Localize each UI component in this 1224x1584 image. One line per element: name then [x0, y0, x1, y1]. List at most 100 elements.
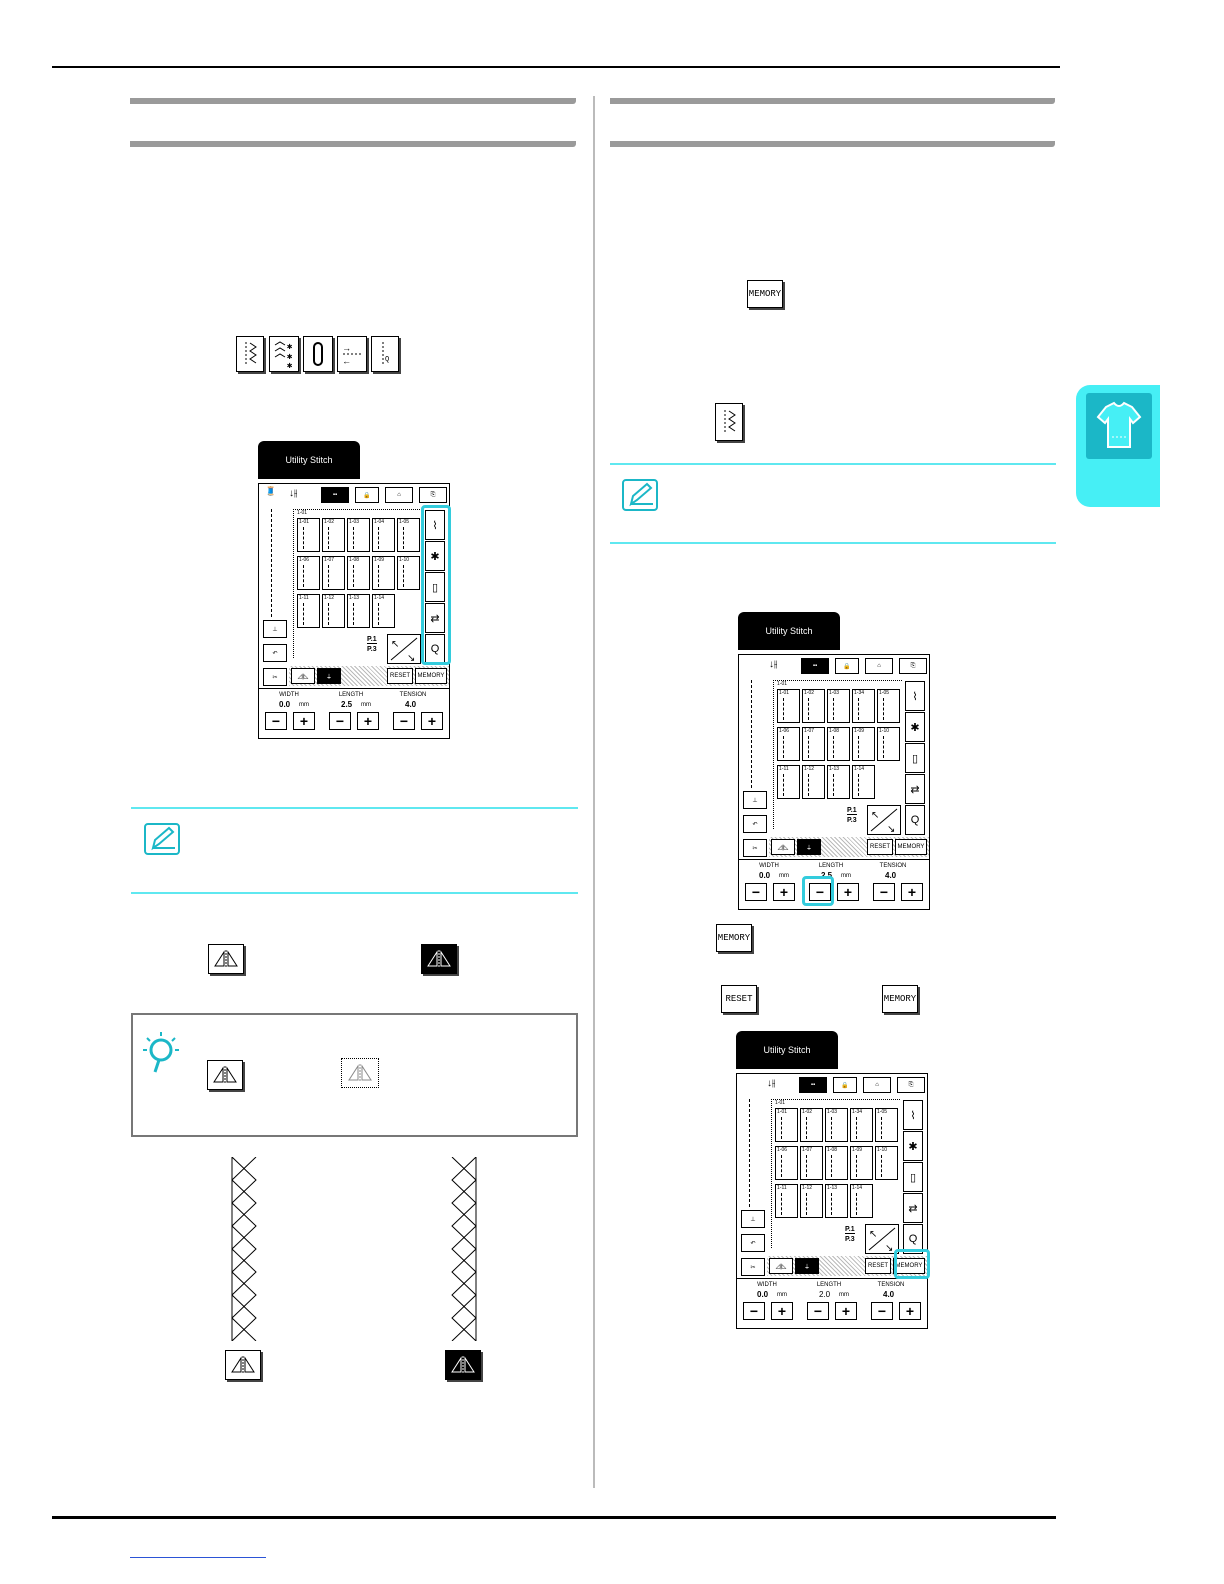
reset-key[interactable]: RESET — [387, 668, 413, 684]
lock-key-icon[interactable]: 🔒 — [355, 487, 379, 503]
straight-stitch-category-icon[interactable]: ⌇ — [903, 1100, 923, 1130]
pattern-cell[interactable]: 1-12 — [322, 594, 345, 628]
pattern-cell[interactable]: 1-03 — [825, 1108, 848, 1142]
buttonhole-category-icon[interactable]: ▯ — [425, 572, 445, 602]
pattern-cell[interactable]: 1-34 — [852, 689, 875, 723]
twin-needle-key-icon[interactable]: ⏚ — [797, 839, 821, 855]
tension-plus-button[interactable]: + — [899, 1302, 921, 1320]
settings-key-icon[interactable]: ⎘ — [897, 1077, 925, 1093]
needle-mode-key-icon[interactable]: ⌂ — [385, 487, 413, 503]
length-plus-button[interactable]: + — [835, 1302, 857, 1320]
pattern-cell[interactable]: 1-34 — [850, 1108, 873, 1142]
memory-key[interactable]: MEMORY — [415, 668, 447, 684]
needle-mode-key-icon[interactable]: ⌂ — [865, 658, 893, 674]
pattern-cell[interactable]: 1-13 — [827, 765, 850, 799]
buttonhole-category-icon[interactable]: ▯ — [903, 1162, 923, 1192]
reset-key[interactable]: RESET — [867, 839, 893, 855]
mode-key-icon[interactable]: ▪▪ — [801, 658, 829, 674]
mode-key-icon[interactable]: ▪▪ — [799, 1077, 827, 1093]
width-minus-button[interactable]: − — [743, 1302, 765, 1320]
pattern-cell[interactable]: 1-04 — [372, 518, 395, 552]
scissors-key-icon[interactable]: ✂ — [263, 668, 287, 686]
page-arrows-key-icon[interactable]: ↖↘ — [865, 1224, 899, 1254]
memory-key[interactable]: MEMORY — [895, 839, 927, 855]
quilting-category-icon[interactable]: Q — [903, 1224, 923, 1254]
pattern-cell[interactable]: 1-14 — [850, 1184, 873, 1218]
settings-key-icon[interactable]: ⎘ — [899, 658, 927, 674]
mirror-key-icon[interactable]: ◿|◺ — [291, 668, 315, 684]
reverse-key-icon[interactable]: ↶ — [743, 815, 767, 833]
pattern-cell[interactable]: 1-07 — [322, 556, 345, 590]
needle-mode-key-icon[interactable]: ⌂ — [863, 1077, 891, 1093]
pattern-cell[interactable]: 1-11 — [777, 765, 800, 799]
width-minus-button[interactable]: − — [265, 712, 287, 730]
pattern-cell[interactable]: 1-11 — [775, 1184, 798, 1218]
pattern-cell[interactable]: 1-05 — [875, 1108, 898, 1142]
twin-needle-key-icon[interactable]: ⏚ — [795, 1258, 819, 1274]
pattern-cell[interactable]: 1-14 — [372, 594, 395, 628]
pattern-cell[interactable]: 1-08 — [827, 727, 850, 761]
pattern-cell[interactable]: 1-06 — [777, 727, 800, 761]
pattern-cell[interactable]: 1-10 — [875, 1146, 898, 1180]
pattern-cell[interactable]: 1-02 — [802, 689, 825, 723]
pattern-cell[interactable]: 1-06 — [775, 1146, 798, 1180]
tension-minus-button[interactable]: − — [873, 883, 895, 901]
length-minus-button[interactable]: − — [329, 712, 351, 730]
pattern-cell[interactable]: 1-07 — [800, 1146, 823, 1180]
pattern-cell[interactable]: 1-10 — [877, 727, 900, 761]
length-plus-button[interactable]: + — [837, 883, 859, 901]
pattern-cell[interactable]: 1-12 — [802, 765, 825, 799]
lock-key-icon[interactable]: 🔒 — [835, 658, 859, 674]
pattern-cell[interactable]: 1-12 — [800, 1184, 823, 1218]
scissors-key-icon[interactable]: ✂ — [741, 1258, 765, 1276]
length-minus-button[interactable]: − — [807, 1302, 829, 1320]
pattern-cell[interactable]: 1-02 — [322, 518, 345, 552]
width-plus-button[interactable]: + — [771, 1302, 793, 1320]
buttonhole-category-icon[interactable]: ▯ — [905, 743, 925, 773]
pattern-cell[interactable]: 1-09 — [372, 556, 395, 590]
presser-foot-key-icon[interactable]: ⊥ — [263, 620, 287, 638]
pattern-cell[interactable]: 1-03 — [827, 689, 850, 723]
decorative-stitch-category-icon[interactable]: ✱ — [903, 1131, 923, 1161]
pattern-cell[interactable]: 1-14 — [852, 765, 875, 799]
reset-key[interactable]: RESET — [865, 1258, 891, 1274]
pattern-cell[interactable]: 1-02 — [800, 1108, 823, 1142]
mirror-key-icon[interactable]: ◿|◺ — [769, 1258, 793, 1274]
footer-link-underline[interactable] — [130, 1557, 266, 1558]
pattern-cell[interactable]: 1-01 — [777, 689, 800, 723]
lock-key-icon[interactable]: 🔒 — [833, 1077, 857, 1093]
presser-foot-key-icon[interactable]: ⊥ — [741, 1210, 765, 1228]
straight-stitch-category-icon[interactable]: ⌇ — [905, 681, 925, 711]
length-minus-button[interactable]: − — [809, 883, 831, 901]
straight-stitch-category-icon[interactable]: ⌇ — [425, 510, 445, 540]
width-plus-button[interactable]: + — [293, 712, 315, 730]
width-minus-button[interactable]: − — [745, 883, 767, 901]
pattern-cell[interactable]: 1-01 — [297, 518, 320, 552]
memory-key[interactable]: MEMORY — [893, 1258, 925, 1274]
tension-plus-button[interactable]: + — [421, 712, 443, 730]
page-arrows-key-icon[interactable]: ↖↘ — [867, 805, 901, 835]
reverse-key-icon[interactable]: ↶ — [263, 644, 287, 662]
mode-key-icon[interactable]: ▪▪ — [321, 487, 349, 503]
pattern-cell[interactable]: 1-06 — [297, 556, 320, 590]
reverse-key-icon[interactable]: ↶ — [741, 1234, 765, 1252]
pattern-cell[interactable]: 1-09 — [852, 727, 875, 761]
pattern-cell[interactable]: 1-03 — [347, 518, 370, 552]
tension-minus-button[interactable]: − — [393, 712, 415, 730]
quilting-category-icon[interactable]: Q — [905, 805, 925, 835]
tension-plus-button[interactable]: + — [901, 883, 923, 901]
reverse-stitch-category-icon[interactable]: ⇄ — [425, 603, 445, 633]
scissors-key-icon[interactable]: ✂ — [743, 839, 767, 857]
pattern-cell[interactable]: 1-07 — [802, 727, 825, 761]
decorative-stitch-category-icon[interactable]: ✱ — [425, 541, 445, 571]
length-plus-button[interactable]: + — [357, 712, 379, 730]
pattern-cell[interactable]: 1-13 — [825, 1184, 848, 1218]
presser-foot-key-icon[interactable]: ⊥ — [743, 791, 767, 809]
tension-minus-button[interactable]: − — [871, 1302, 893, 1320]
pattern-cell[interactable]: 1-01 — [775, 1108, 798, 1142]
reverse-stitch-category-icon[interactable]: ⇄ — [903, 1193, 923, 1223]
width-plus-button[interactable]: + — [773, 883, 795, 901]
pattern-cell[interactable]: 1-05 — [397, 518, 420, 552]
pattern-cell[interactable]: 1-11 — [297, 594, 320, 628]
settings-key-icon[interactable]: ⎘ — [419, 487, 447, 503]
